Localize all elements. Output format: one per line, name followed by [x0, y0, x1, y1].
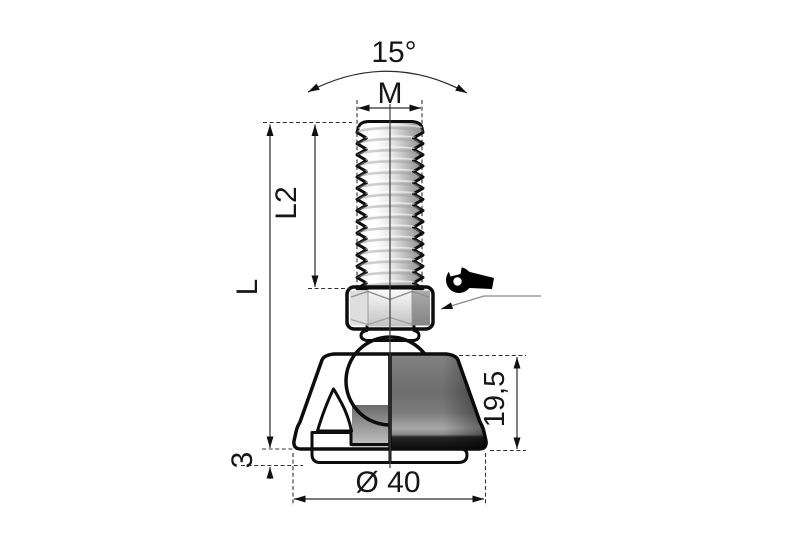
wrench-icon: [446, 260, 494, 293]
thread-size-label: M: [378, 77, 403, 110]
dimension-lines: [241, 70, 541, 506]
section-cavity-rib: [316, 387, 353, 433]
swivel-angle-arc: [307, 70, 468, 94]
wrench-leader-line: [440, 295, 541, 310]
base-housing-section: [292, 352, 392, 451]
rubber-pad-section: [310, 431, 392, 464]
swivel-angle-label: 15°: [371, 36, 416, 69]
base-diameter-label: Ø 40: [355, 466, 420, 499]
thread-length-label: L2: [270, 186, 303, 219]
rubber-pad: [388, 447, 469, 464]
pad-thickness-label: 3: [226, 452, 259, 469]
dimension-labels: 15° M L2 L 19,5 3 Ø 40: [226, 36, 511, 499]
base-height-label: 19,5: [479, 371, 511, 427]
ball-stem-collar: [359, 320, 421, 342]
overall-length-label: L: [231, 279, 264, 296]
